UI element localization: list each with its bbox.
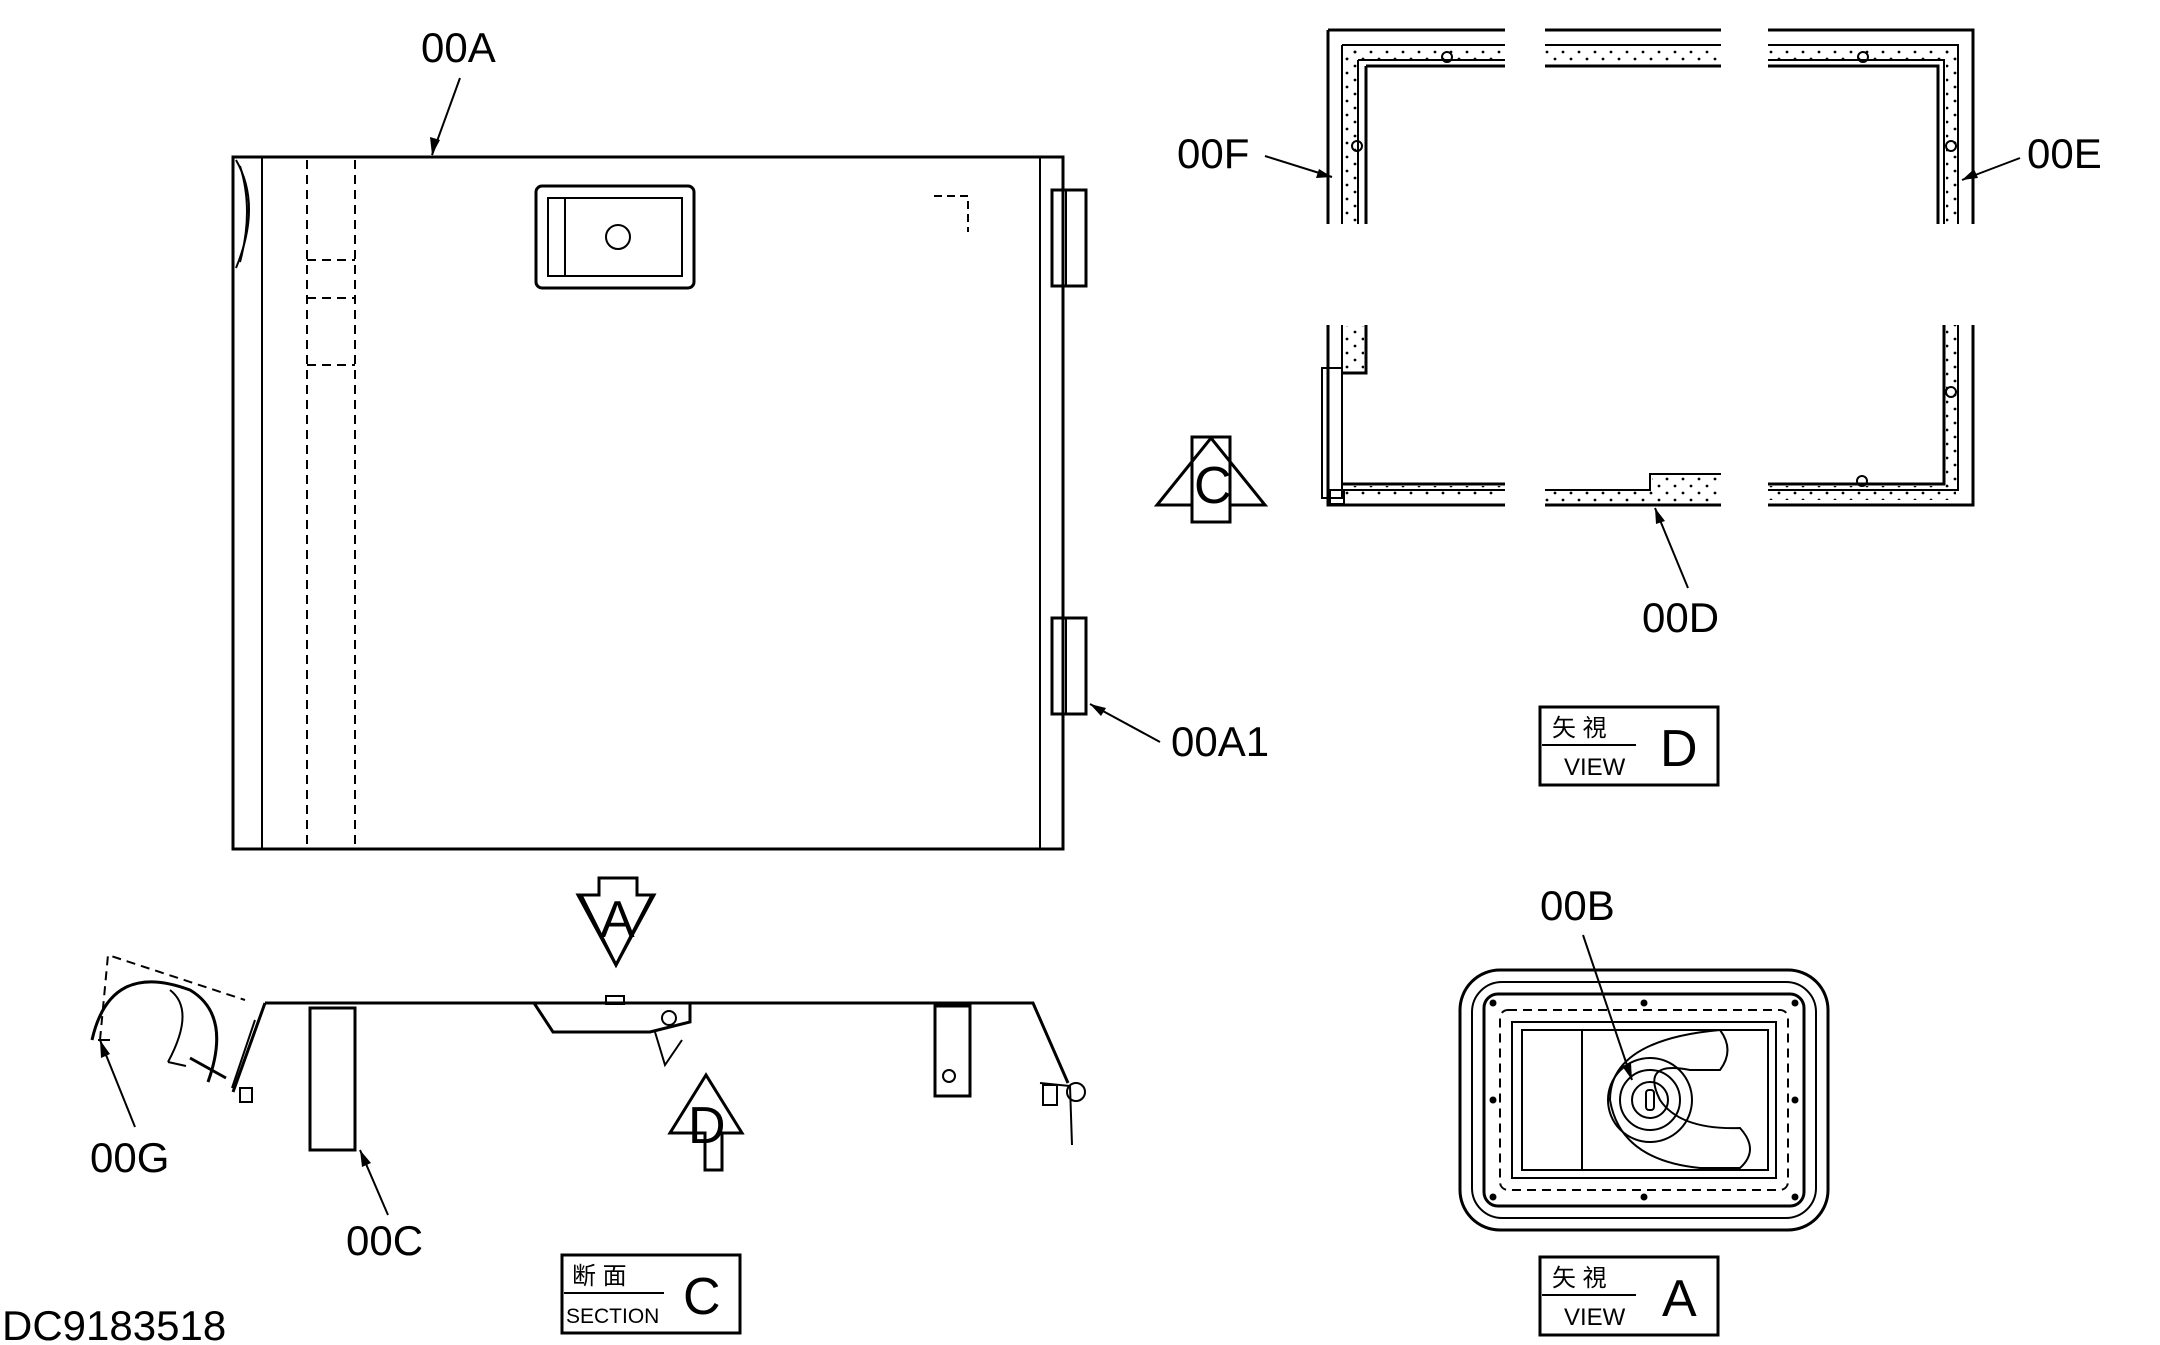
door-front-view [231, 155, 1088, 851]
section-c-kanji: 断 面 [572, 1263, 627, 1290]
section-c-letter: C [683, 1268, 721, 1326]
title-box-section-c: 断 面 SECTION C [560, 1253, 742, 1335]
label-00A: 00A [421, 24, 496, 71]
view-a-lock-detail [1458, 968, 1830, 1232]
view-a-english: VIEW [1564, 1304, 1626, 1331]
arrow-c-letter: C [1194, 457, 1232, 515]
section-c-english: SECTION [566, 1305, 659, 1328]
label-00C: 00C [346, 1217, 423, 1264]
label-00D: 00D [1642, 594, 1719, 641]
label-00A1: 00A1 [1171, 718, 1269, 765]
label-00G: 00G [90, 1134, 169, 1181]
view-a-kanji: 矢 視 [1552, 1265, 1607, 1292]
drawing-number: DC9183518 [2, 1302, 226, 1345]
section-c-arrow: C [1153, 435, 1269, 524]
view-d-arrow: D [667, 1072, 745, 1172]
label-00F: 00F [1177, 130, 1249, 177]
view-a-arrow: A [575, 876, 657, 969]
arrow-d-letter: D [688, 1097, 726, 1155]
view-d-letter: D [1660, 720, 1698, 778]
title-box-view-a: 矢 視 VIEW A [1538, 1255, 1720, 1337]
title-box-view-d: 矢 視 VIEW D [1538, 705, 1720, 787]
view-d-corners [1321, 28, 1975, 507]
label-00E: 00E [2027, 130, 2102, 177]
view-d-kanji: 矢 視 [1552, 715, 1607, 742]
section-c-view [90, 953, 1086, 1152]
view-a-letter: A [1662, 1270, 1697, 1328]
arrow-a-letter: A [600, 891, 635, 949]
label-00B: 00B [1540, 882, 1615, 929]
leader-lines [99, 77, 2021, 1216]
view-d-english: VIEW [1564, 754, 1626, 781]
